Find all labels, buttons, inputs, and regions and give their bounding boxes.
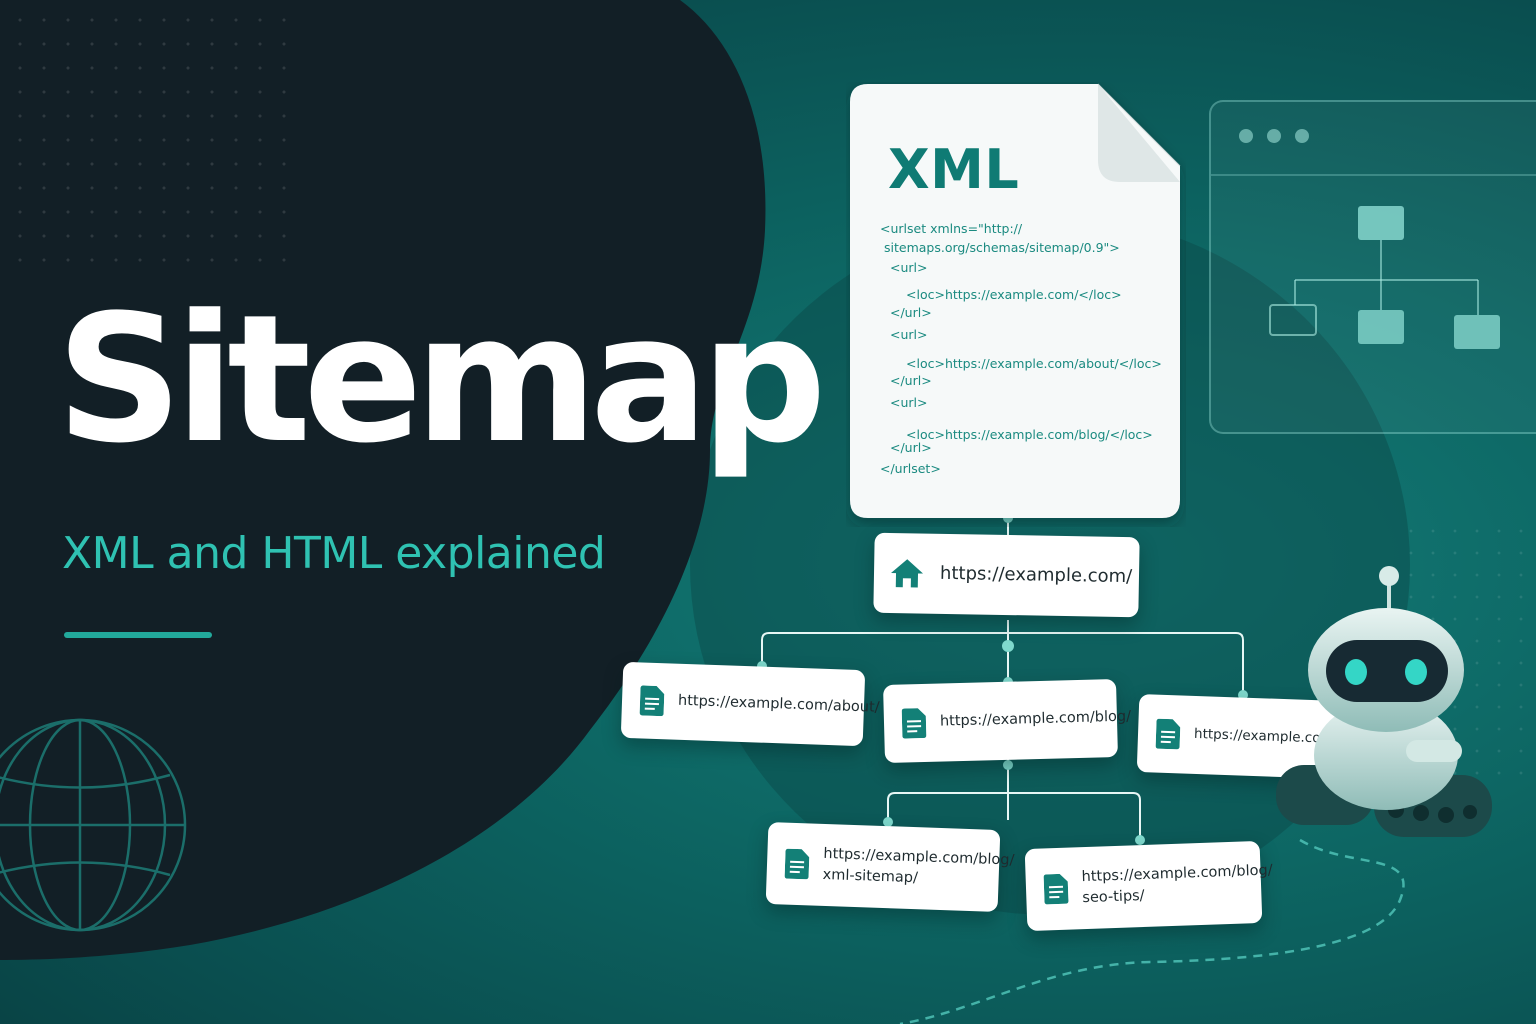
url-node-about[interactable]: https://example.com/about/ (620, 661, 880, 747)
code-line: <url> (890, 327, 928, 342)
page-subtitle: XML and HTML explained (62, 528, 606, 579)
document-icon (1155, 718, 1181, 750)
browser-toolbar-divider (1211, 174, 1536, 176)
code-line: </url> (890, 373, 932, 388)
document-icon (1043, 873, 1069, 905)
code-line: <loc>https://example.com/blog/</loc> (906, 427, 1153, 442)
url-node-contact[interactable]: https://example.com/contact/ (1136, 693, 1393, 781)
code-line: <url> (890, 260, 928, 275)
dot-pattern (0, 0, 300, 280)
code-line: </url> (890, 440, 932, 455)
robot-crawler-icon (1276, 566, 1492, 837)
code-line: <urlset xmlns="http:// (880, 221, 1023, 236)
globe-icon (0, 718, 187, 932)
xml-label: XML (888, 138, 1020, 201)
document-icon (639, 685, 665, 717)
browser-window-icon (1209, 100, 1536, 434)
page-title: Sitemap (56, 277, 827, 482)
xml-document-icon (850, 83, 1181, 518)
code-line: <loc>https://example.com/</loc> (906, 287, 1122, 302)
code-line: <loc>https://example.com/about/</loc> (906, 356, 1162, 371)
code-line: </urlset> (880, 461, 941, 476)
root-url-node[interactable]: https://example.com/ (873, 532, 1140, 618)
document-icon (784, 848, 810, 880)
code-line: </url> (890, 305, 932, 320)
url-node-seo-tips[interactable]: https://example.com/blog/ seo-tips/ (1024, 840, 1273, 932)
sitemap-diagram-icon (1269, 206, 1500, 349)
code-line: <url> (890, 395, 928, 410)
url-node-blog[interactable]: https://example.com/blog/ (883, 678, 1131, 764)
code-line: sitemaps.org/schemas/sitemap/0.9"> (884, 240, 1120, 255)
home-icon (891, 559, 924, 588)
window-dot (1295, 129, 1309, 143)
url-node-xml-sitemap[interactable]: https://example.com/blog/ xml-sitemap/ (765, 821, 1015, 913)
document-icon (901, 708, 927, 739)
window-dot (1267, 129, 1281, 143)
accent-divider (64, 632, 212, 638)
window-dot (1239, 129, 1253, 143)
